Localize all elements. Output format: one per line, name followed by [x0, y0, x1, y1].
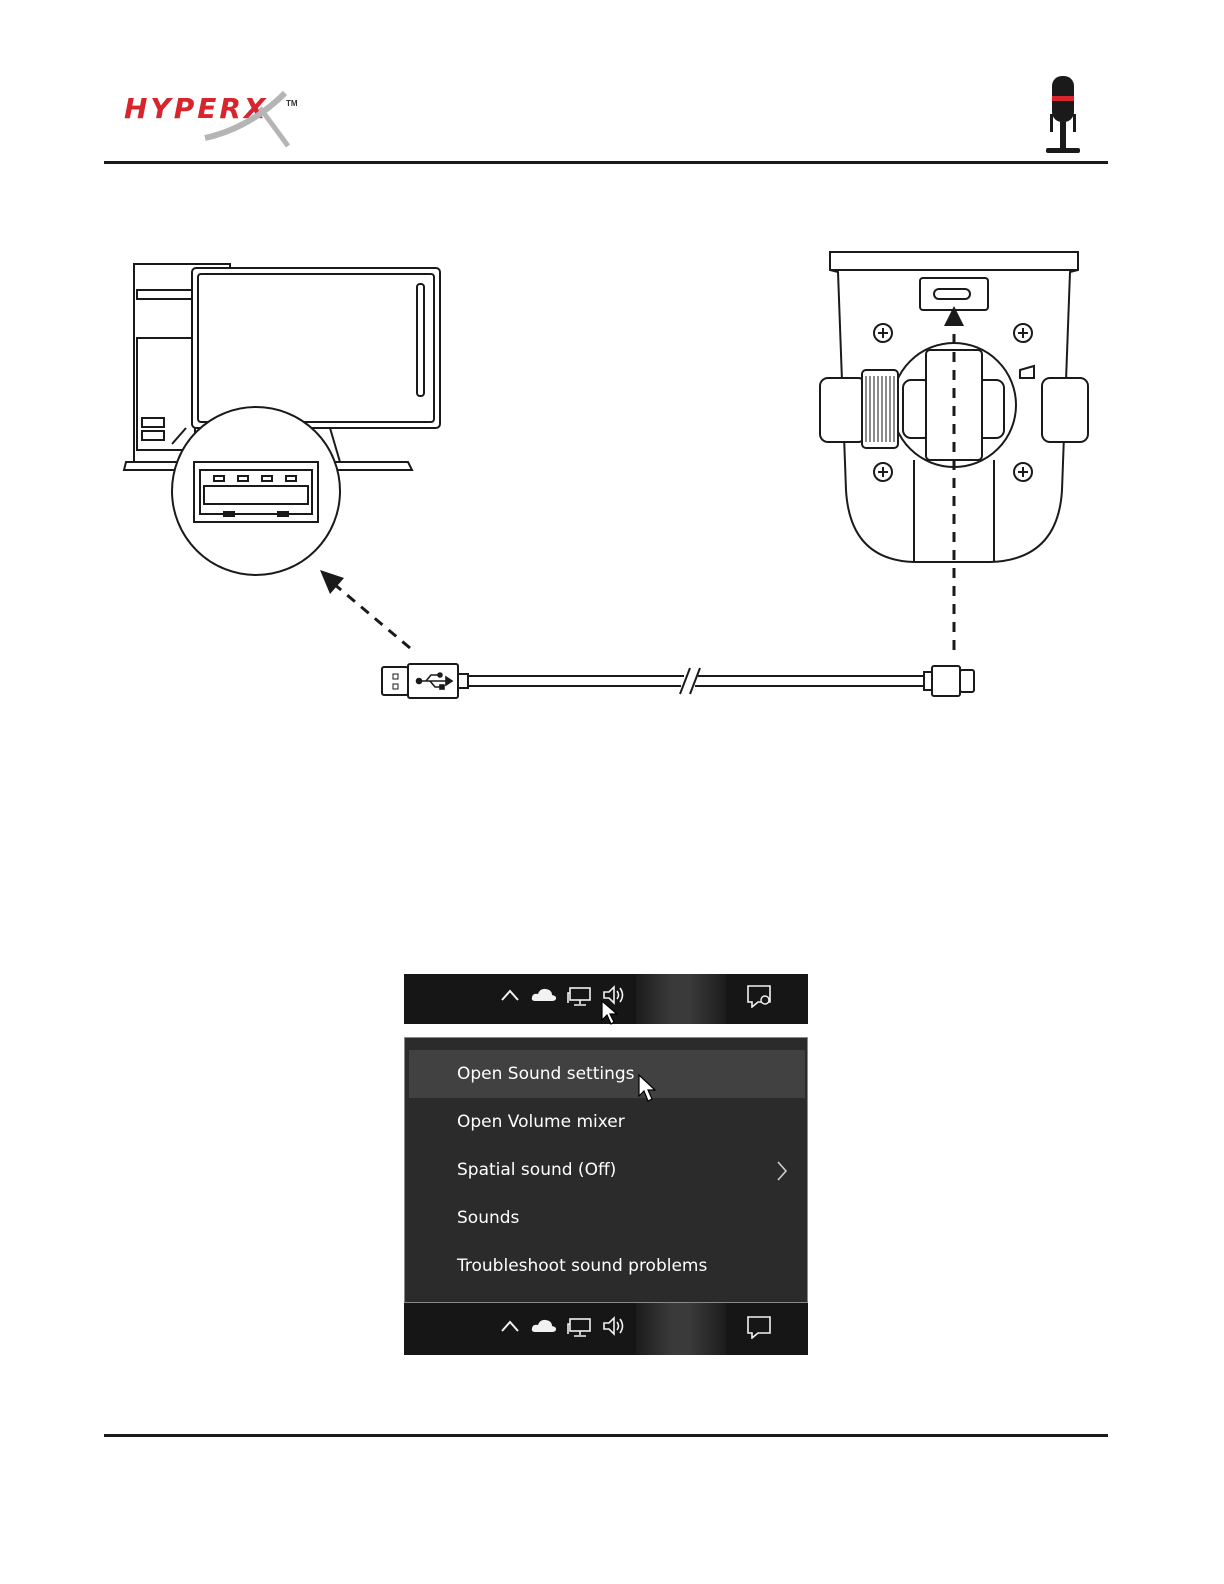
footer-divider	[104, 1434, 1108, 1437]
cloud-icon[interactable]	[531, 1318, 557, 1334]
menu-item-label: Open Sound settings	[457, 1064, 635, 1084]
speaker-icon[interactable]	[602, 1315, 628, 1337]
mouse-cursor-icon	[600, 1000, 618, 1026]
menu-item-open-sound-settings[interactable]: Open Sound settings	[409, 1050, 805, 1098]
clock-area[interactable]	[636, 1303, 726, 1355]
menu-item-label: Spatial sound (Off)	[457, 1160, 616, 1180]
mouse-cursor-icon	[637, 1074, 657, 1104]
menu-item-sounds[interactable]: Sounds	[409, 1194, 805, 1242]
chevron-right-icon	[775, 1160, 789, 1182]
clock-area[interactable]	[636, 974, 726, 1024]
cloud-icon[interactable]	[531, 987, 557, 1003]
menu-item-label: Troubleshoot sound problems	[457, 1256, 707, 1276]
menu-item-troubleshoot[interactable]: Troubleshoot sound problems	[409, 1242, 805, 1290]
connection-diagram	[0, 0, 1224, 760]
taskbar-bottom	[404, 1303, 808, 1355]
menu-item-spatial-sound[interactable]: Spatial sound (Off)	[409, 1146, 805, 1194]
menu-item-label: Sounds	[457, 1208, 519, 1228]
chevron-up-icon[interactable]	[500, 988, 520, 1002]
notification-icon[interactable]	[746, 984, 772, 1008]
network-icon[interactable]	[567, 985, 593, 1007]
network-icon[interactable]	[567, 1316, 593, 1338]
taskbar-top	[404, 974, 808, 1024]
usb-cable-icon	[382, 664, 974, 698]
connection-arrow-left	[320, 570, 410, 648]
notification-icon[interactable]	[746, 1315, 772, 1339]
menu-item-label: Open Volume mixer	[457, 1112, 625, 1132]
usb-port-zoom	[172, 407, 340, 575]
chevron-up-icon[interactable]	[500, 1319, 520, 1333]
menu-item-open-volume-mixer[interactable]: Open Volume mixer	[409, 1098, 805, 1146]
sound-context-menu: Open Sound settings Open Volume mixer Sp…	[404, 1037, 808, 1303]
